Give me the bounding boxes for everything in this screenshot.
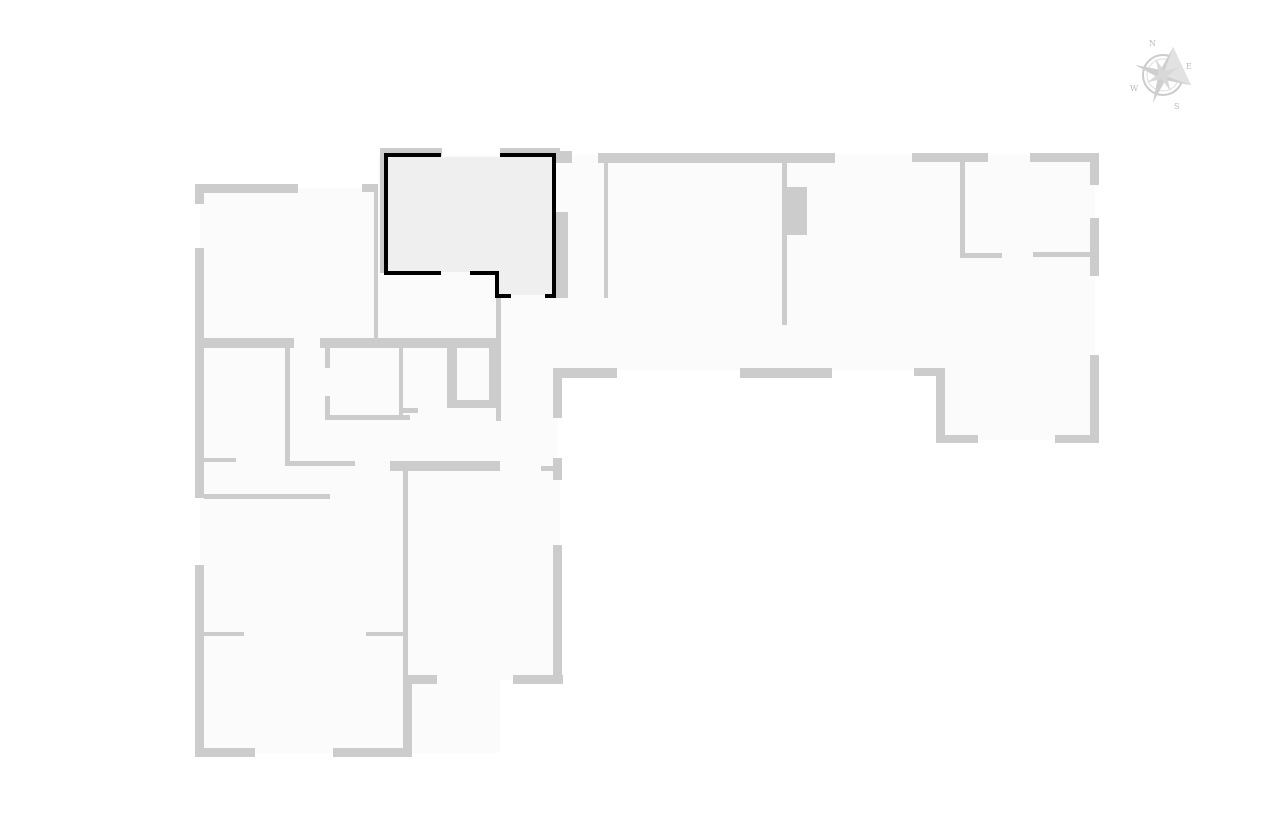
wall-segment	[390, 461, 500, 471]
floor-hallway	[498, 295, 558, 470]
wall-segment	[936, 368, 945, 443]
wall-segment	[914, 368, 944, 376]
floor-east-room	[940, 255, 1095, 440]
highlighted-room-outline	[500, 153, 556, 298]
compass-west-label: W	[1130, 84, 1139, 93]
wall-segment	[541, 466, 556, 471]
wall-segment	[195, 248, 204, 498]
compass-rose: N E S W	[1130, 39, 1192, 111]
wall-segment	[204, 458, 236, 462]
wall-segment	[1055, 435, 1099, 443]
wall-segment	[960, 253, 1002, 258]
wall-segment	[195, 184, 298, 193]
highlighted-room-alcove	[499, 270, 553, 295]
wall-segment	[489, 345, 497, 407]
wall-segment	[912, 153, 988, 162]
compass-south-label: S	[1174, 102, 1179, 111]
highlighted-room-fill[interactable]	[388, 157, 553, 272]
wall-segment	[598, 153, 835, 163]
walls	[195, 148, 1099, 757]
wall-segment	[204, 338, 294, 348]
wall-segment	[403, 468, 408, 678]
wall-segment	[447, 345, 457, 407]
wall-segment	[366, 632, 403, 636]
wall-segment	[553, 458, 562, 480]
floor-south-room	[405, 465, 560, 680]
highlighted-room-outline	[470, 271, 511, 298]
wall-segment	[556, 212, 568, 298]
wall-segment	[787, 187, 807, 235]
wall-segment	[403, 675, 437, 684]
wall-segment	[325, 396, 330, 418]
wall-segment	[500, 148, 560, 156]
wall-segment	[195, 184, 204, 204]
wall-segment	[553, 368, 562, 418]
highlighted-room[interactable]	[384, 153, 556, 298]
wall-segment	[1030, 153, 1098, 162]
wall-segment	[380, 148, 442, 156]
wall-segment	[362, 184, 378, 192]
wall-segment	[513, 675, 563, 684]
wall-segment	[399, 345, 403, 420]
wall-segment	[285, 461, 355, 466]
wall-segment	[374, 184, 378, 339]
wall-segment	[936, 435, 978, 443]
wall-segment	[553, 368, 617, 378]
highlighted-room-outline	[384, 153, 441, 275]
compass-east-label: E	[1186, 62, 1192, 71]
wall-segment	[604, 160, 608, 298]
wall-segment	[325, 348, 330, 368]
wall-segment	[204, 632, 244, 636]
wall-segment	[400, 408, 418, 413]
wall-segment	[403, 675, 412, 757]
wall-segment	[1090, 218, 1099, 276]
wall-segment	[195, 748, 255, 757]
wall-segment	[447, 400, 497, 408]
wall-segment	[285, 348, 290, 466]
wall-segment	[204, 494, 330, 499]
wall-segment	[782, 160, 787, 325]
wall-segment	[320, 338, 500, 348]
wall-segment	[556, 151, 572, 163]
wall-segment	[496, 296, 501, 421]
wall-segment	[1090, 153, 1099, 185]
wall-segment	[960, 160, 965, 258]
compass-north-label: N	[1149, 39, 1156, 48]
wall-segment	[553, 545, 562, 683]
wall-segment	[1090, 355, 1099, 443]
wall-segment	[1033, 252, 1093, 257]
wall-segment	[195, 565, 204, 757]
wall-segment	[333, 748, 411, 757]
wall-segment	[740, 368, 832, 378]
compass-star-icon	[1134, 46, 1192, 104]
wall-segment	[325, 415, 410, 420]
